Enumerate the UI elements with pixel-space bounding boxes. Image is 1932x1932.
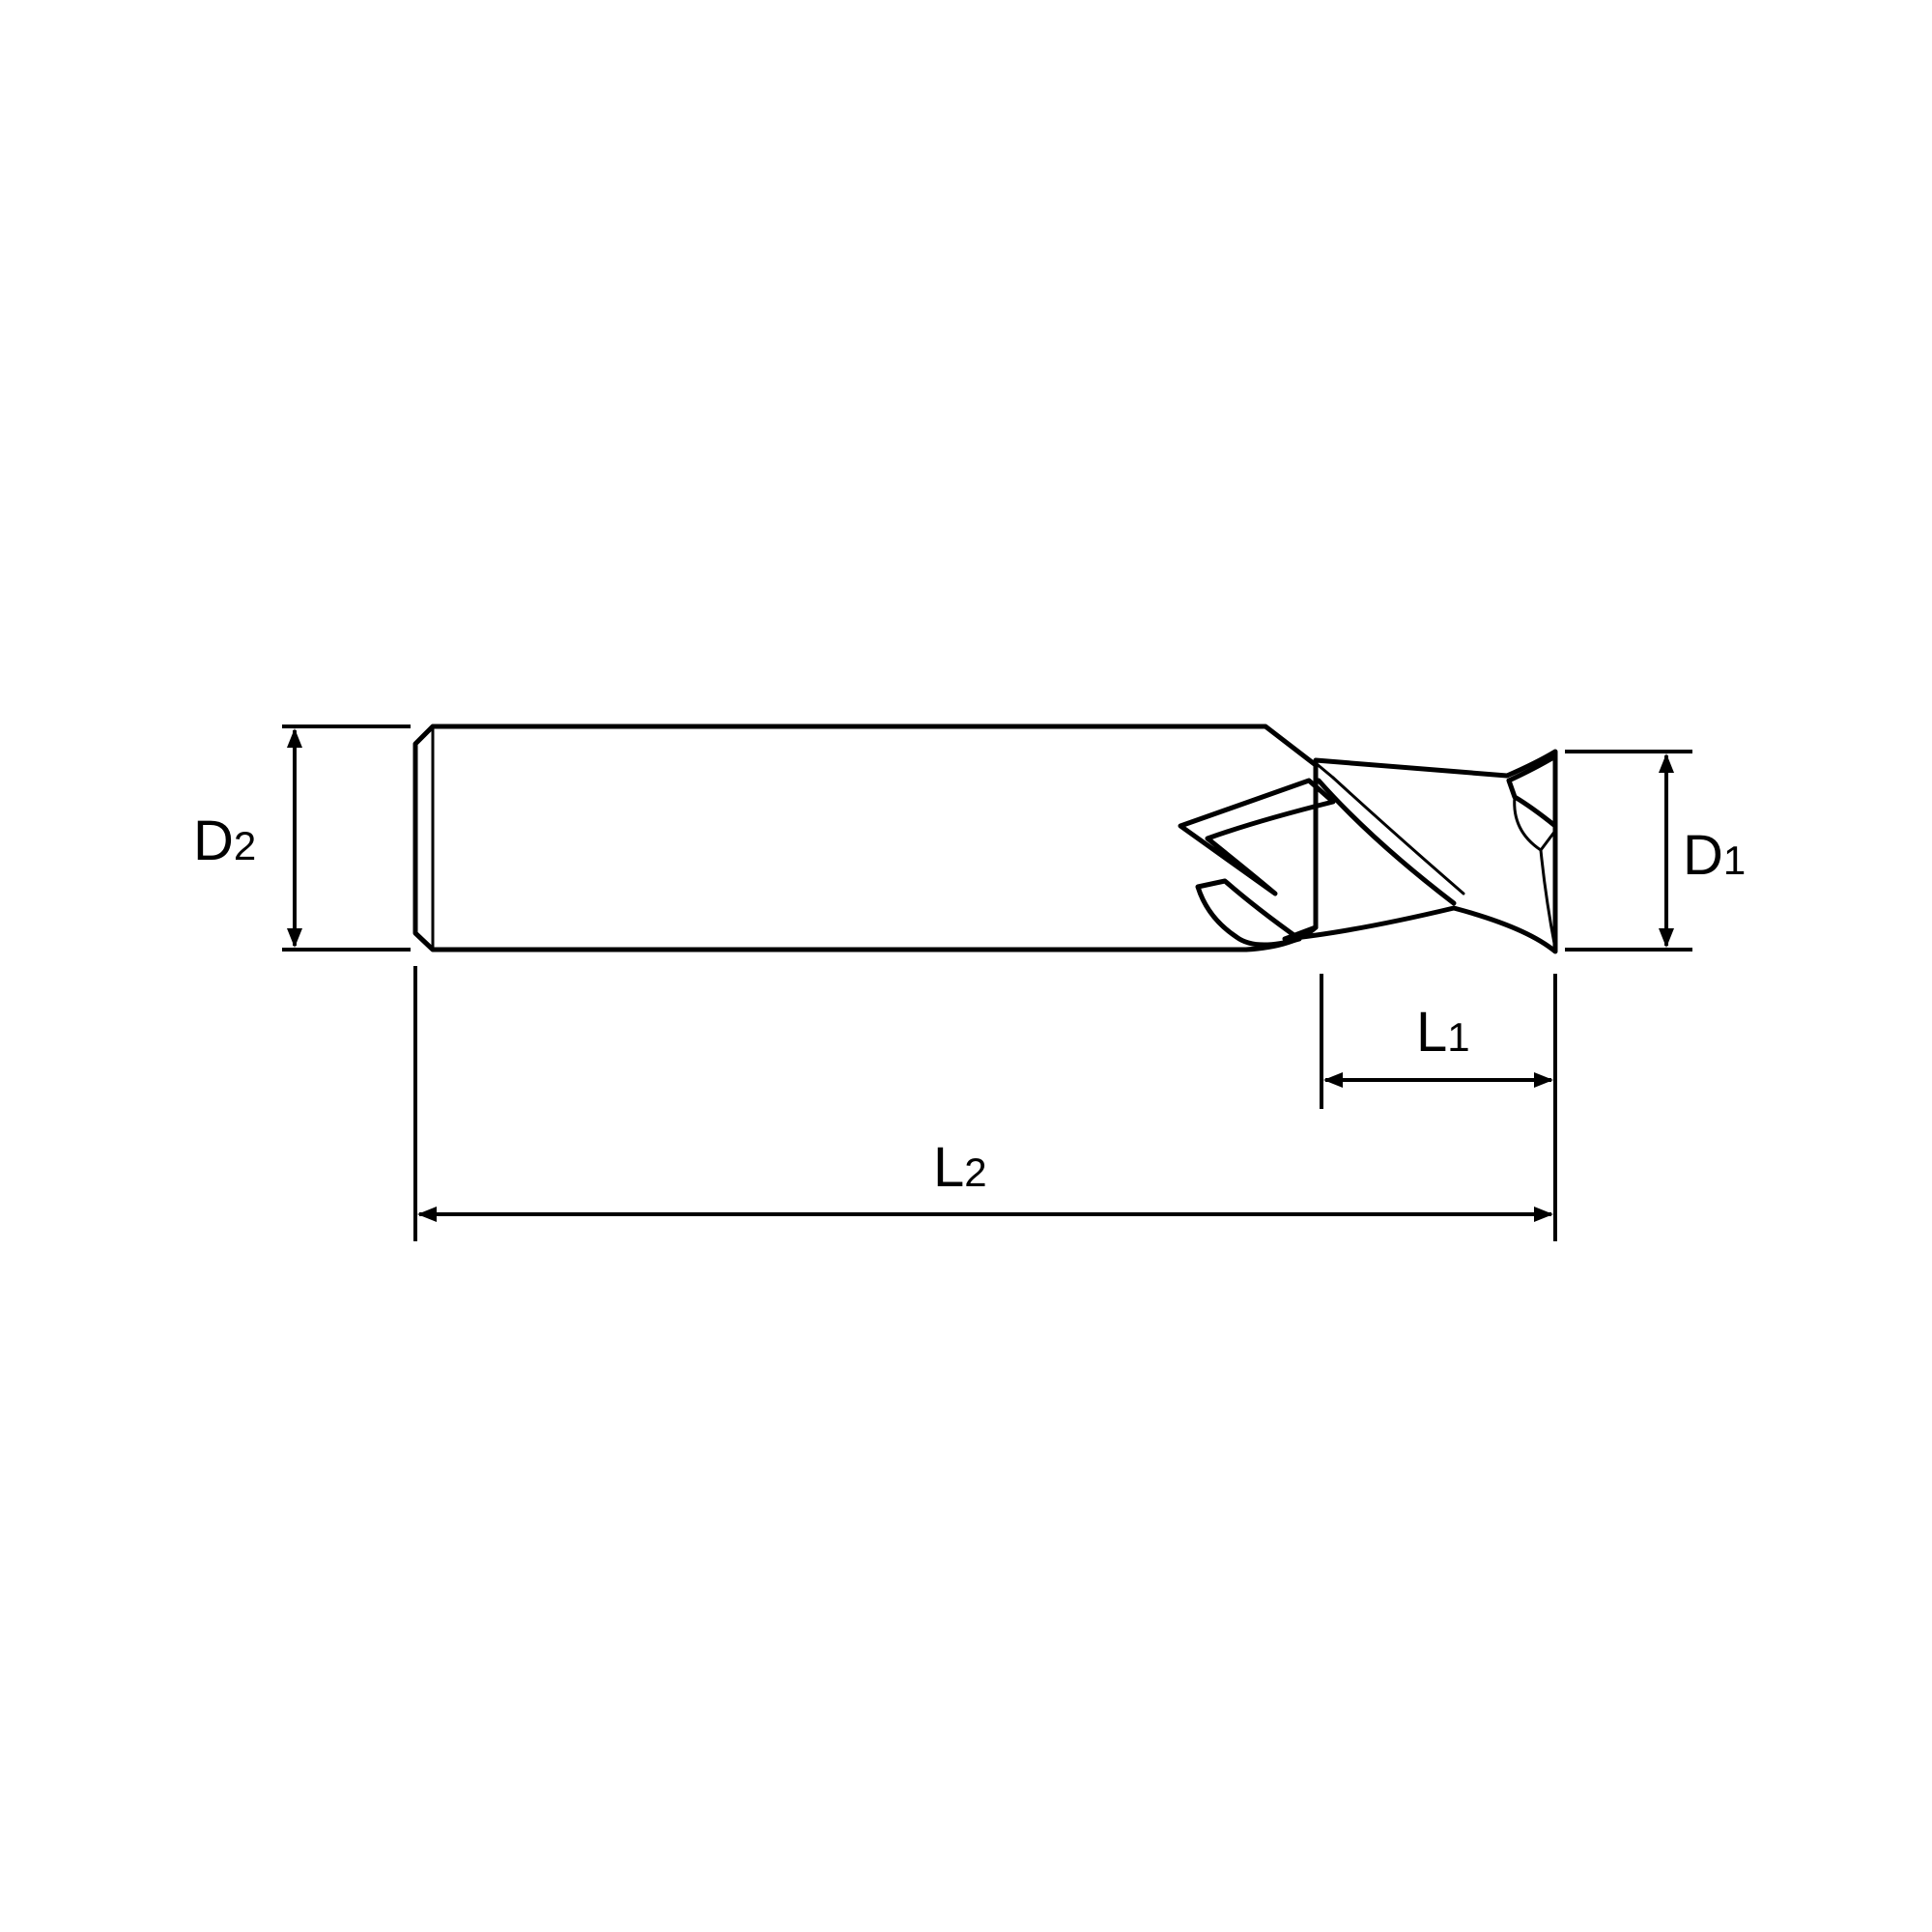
dimension-l2: L2 xyxy=(413,966,1557,1241)
helix-edge-shadow xyxy=(1331,776,1465,895)
tool-tip-face xyxy=(1506,753,1558,829)
dimension-d1: D1 xyxy=(1565,750,1746,952)
l2-label: L2 xyxy=(933,1136,987,1199)
cutting-flutes xyxy=(1282,749,1558,954)
flute-edge-upper xyxy=(1178,778,1336,896)
l1-label: L1 xyxy=(1416,1001,1470,1064)
helix-edge-front xyxy=(1314,761,1335,780)
tool-tip-edge xyxy=(1539,848,1557,951)
tool-shank xyxy=(412,724,1319,952)
flute-edge-lower xyxy=(1195,878,1302,948)
dimension-l1: L1 xyxy=(1320,974,1557,1109)
d1-label: D1 xyxy=(1683,824,1746,887)
end-mill-tool xyxy=(412,724,1558,954)
helix-cutting-edge xyxy=(1316,778,1457,906)
dimension-d2: D2 xyxy=(193,724,411,952)
d2-label: D2 xyxy=(193,810,256,872)
